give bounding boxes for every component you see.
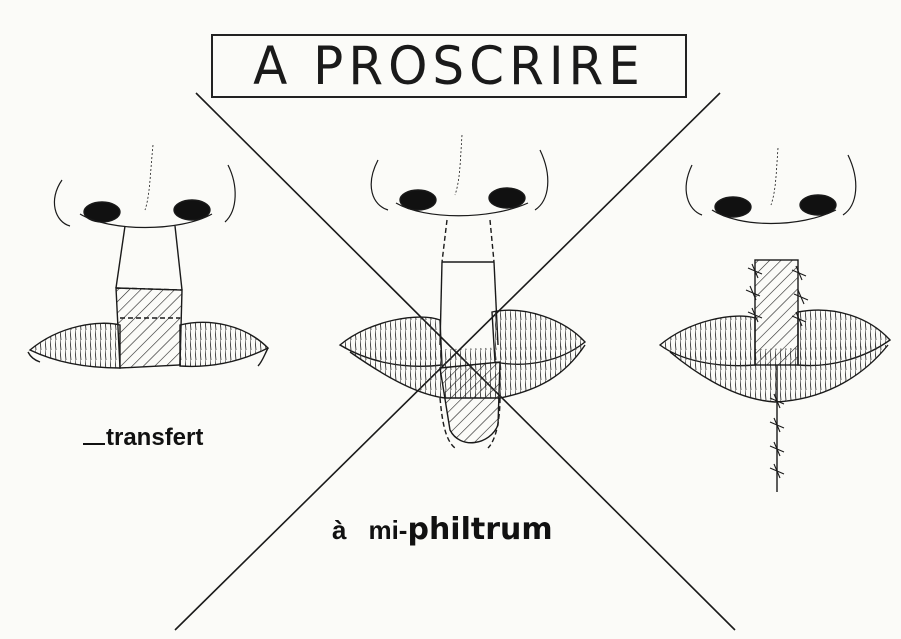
label-philtrum: philtrum [407,512,552,547]
label-mi-philtrum: à mi-philtrum [332,512,553,547]
label-a: à [332,515,346,545]
figure-mi-philtrum [340,135,585,448]
figure-result [660,148,890,492]
figure-transfert [28,145,268,368]
label-transfert-text: transfert [106,424,203,451]
label-transfert: transfert [83,424,203,452]
label-mi: mi- [368,515,407,545]
